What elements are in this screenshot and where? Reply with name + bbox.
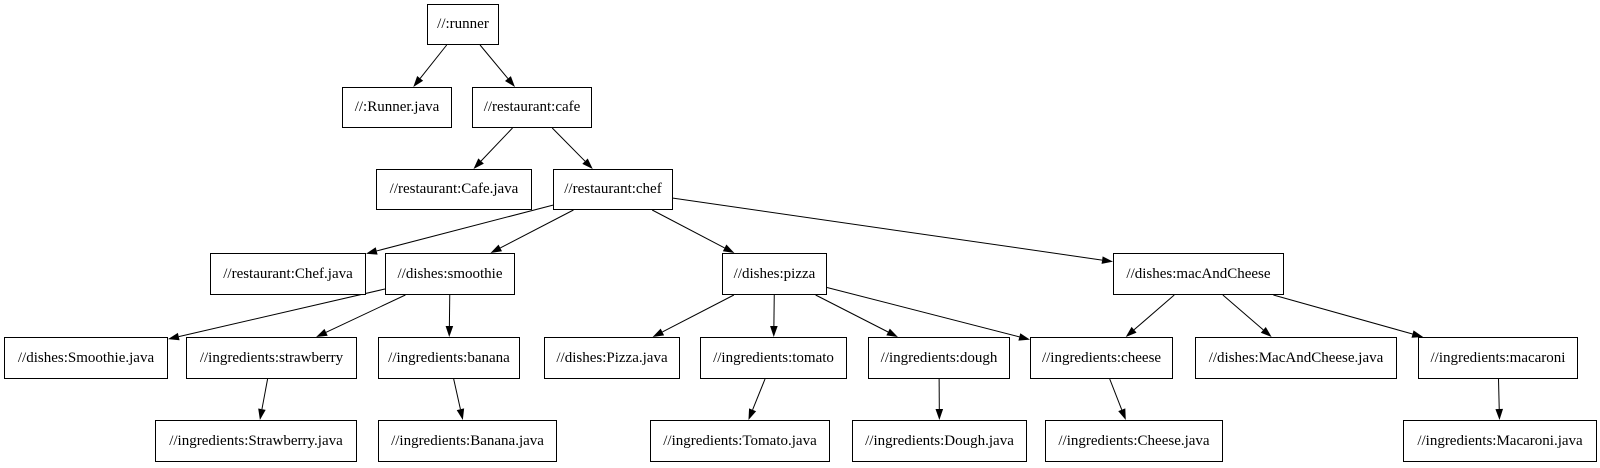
edge-pizza-to-pizza_java (662, 294, 735, 333)
arrowhead-macaroni-to-macaroni_java (1495, 408, 1504, 420)
graph-node-dough-java: //ingredients:Dough.java (852, 420, 1027, 462)
graph-node-runner-java: //:Runner.java (342, 87, 452, 128)
edge-cheese-to-cheese_java (1109, 378, 1123, 410)
graph-node-strawberry: //ingredients:strawberry (186, 337, 357, 379)
edge-macaroni-to-macaroni_java (1498, 378, 1500, 410)
graph-node-smoothie: //dishes:smoothie (385, 253, 515, 295)
edge-strawberry-to-strawberry_java (261, 378, 269, 410)
arrowhead-chef-to-pizza (722, 244, 735, 253)
edge-mac_and_cheese-to-macaroni (1273, 294, 1413, 335)
arrowhead-tomato-to-tomato_java (748, 408, 757, 420)
arrowhead-runner-to-cafe (505, 76, 515, 87)
edge-pizza-to-dough (815, 294, 889, 333)
arrowhead-pizza-to-cheese (1018, 333, 1030, 341)
arrowhead-dough-to-dough_java (935, 408, 944, 420)
edge-cafe-to-cafe_java (480, 127, 513, 162)
graph-node-tomato-java: //ingredients:Tomato.java (650, 420, 830, 462)
arrowhead-pizza-to-dough (886, 328, 898, 337)
graph-node-pizza-java: //dishes:Pizza.java (544, 337, 680, 379)
graph-node-banana: //ingredients:banana (378, 337, 520, 379)
edge-tomato-to-tomato_java (752, 378, 766, 410)
graph-node-smoothie-java: //dishes:Smoothie.java (4, 337, 168, 379)
edge-mac_and_cheese-to-cheese (1133, 294, 1175, 331)
graph-node-runner: //:runner (427, 4, 499, 45)
graph-node-chef: //restaurant:chef (553, 169, 673, 210)
arrowhead-banana-to-banana_java (456, 408, 465, 420)
arrowhead-pizza-to-pizza_java (652, 328, 665, 337)
arrowhead-chef-to-smoothie (490, 244, 503, 253)
edge-runner-to-cafe (479, 44, 509, 79)
graph-node-tomato: //ingredients:tomato (700, 337, 847, 379)
graph-node-macaroni-java: //ingredients:Macaroni.java (1403, 420, 1597, 462)
edge-cafe-to-chef (551, 127, 586, 162)
graph-node-cheese-java: //ingredients:Cheese.java (1045, 420, 1223, 462)
arrowhead-cheese-to-cheese_java (1118, 408, 1126, 420)
arrowhead-smoothie-to-smoothie_java (168, 332, 180, 341)
graph-node-mac-and-cheese-java: //dishes:MacAndCheese.java (1195, 337, 1397, 379)
graph-node-dough: //ingredients:dough (868, 337, 1010, 379)
edge-chef-to-chef_java (376, 204, 554, 252)
edge-chef-to-mac_and_cheese (672, 197, 1103, 261)
arrowhead-mac_and_cheese-to-macaroni (1411, 330, 1424, 338)
arrowhead-mac_and_cheese-to-cheese (1125, 326, 1137, 337)
arrowhead-chef-to-mac_and_cheese (1101, 256, 1113, 264)
arrowhead-strawberry-to-strawberry_java (258, 408, 266, 420)
arrowhead-smoothie-to-banana (445, 325, 454, 337)
edge-banana-to-banana_java (453, 378, 461, 410)
edge-smoothie-to-strawberry (325, 294, 406, 333)
arrowhead-smoothie-to-strawberry (316, 328, 328, 337)
graph-node-chef-java: //restaurant:Chef.java (210, 253, 366, 295)
edge-pizza-to-cheese (826, 287, 1020, 338)
graph-node-mac-and-cheese: //dishes:macAndCheese (1113, 253, 1284, 295)
graph-node-pizza: //dishes:pizza (722, 253, 827, 295)
arrowhead-cafe-to-chef (582, 158, 593, 169)
edge-smoothie-to-smoothie_java (178, 288, 386, 338)
arrowhead-pizza-to-tomato (770, 325, 778, 337)
edge-runner-to-runner_java (419, 44, 448, 79)
graph-node-cafe-java: //restaurant:Cafe.java (376, 169, 532, 210)
graph-node-cheese: //ingredients:cheese (1030, 337, 1173, 379)
graph-node-strawberry-java: //ingredients:Strawberry.java (155, 420, 357, 462)
graph-node-banana-java: //ingredients:Banana.java (378, 420, 557, 462)
edge-mac_and_cheese-to-mac_and_cheese_java (1222, 294, 1264, 331)
edge-chef-to-pizza (651, 209, 725, 249)
graph-node-cafe: //restaurant:cafe (472, 87, 592, 128)
arrowhead-cafe-to-cafe_java (473, 158, 484, 169)
arrowhead-mac_and_cheese-to-mac_and_cheese_java (1260, 326, 1272, 337)
arrowhead-runner-to-runner_java (413, 76, 424, 87)
edge-chef-to-smoothie (500, 209, 574, 249)
arrowhead-chef-to-chef_java (366, 247, 378, 255)
graph-node-macaroni: //ingredients:macaroni (1418, 337, 1578, 379)
